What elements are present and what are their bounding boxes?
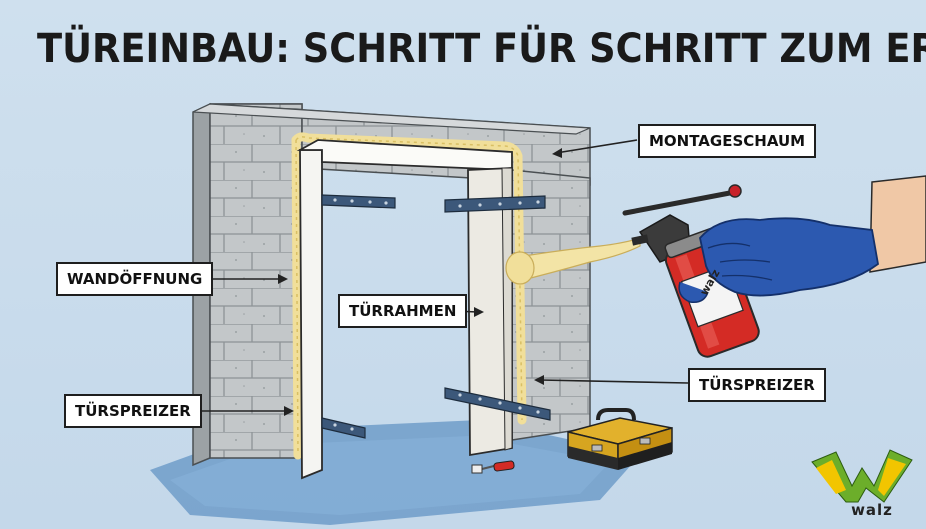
foam-spray [505, 237, 641, 285]
toolbox [567, 408, 673, 470]
label-wandoeffnung: WANDÖFFNUNG [56, 262, 214, 296]
door-frame [296, 139, 513, 480]
page-title: TÜREINBAU: SCHRITT FÜR SCHRITT ZUM ERFOL… [37, 26, 926, 72]
screwdriver [471, 460, 515, 474]
walz-logo-text: walz [851, 501, 893, 519]
label-tuerspreizer-left: TÜRSPREIZER [64, 394, 202, 428]
walz-logo-mark [811, 449, 913, 503]
label-tuerspreizer-right: TÜRSPREIZER [688, 368, 826, 402]
gloved-hand [678, 175, 926, 304]
foam-strip [291, 132, 527, 460]
label-tuerrahmen: TÜRRAHMEN [338, 294, 468, 328]
label-montageschaum: MONTAGESCHAUM [638, 124, 817, 158]
door-spreaders [321, 194, 551, 439]
